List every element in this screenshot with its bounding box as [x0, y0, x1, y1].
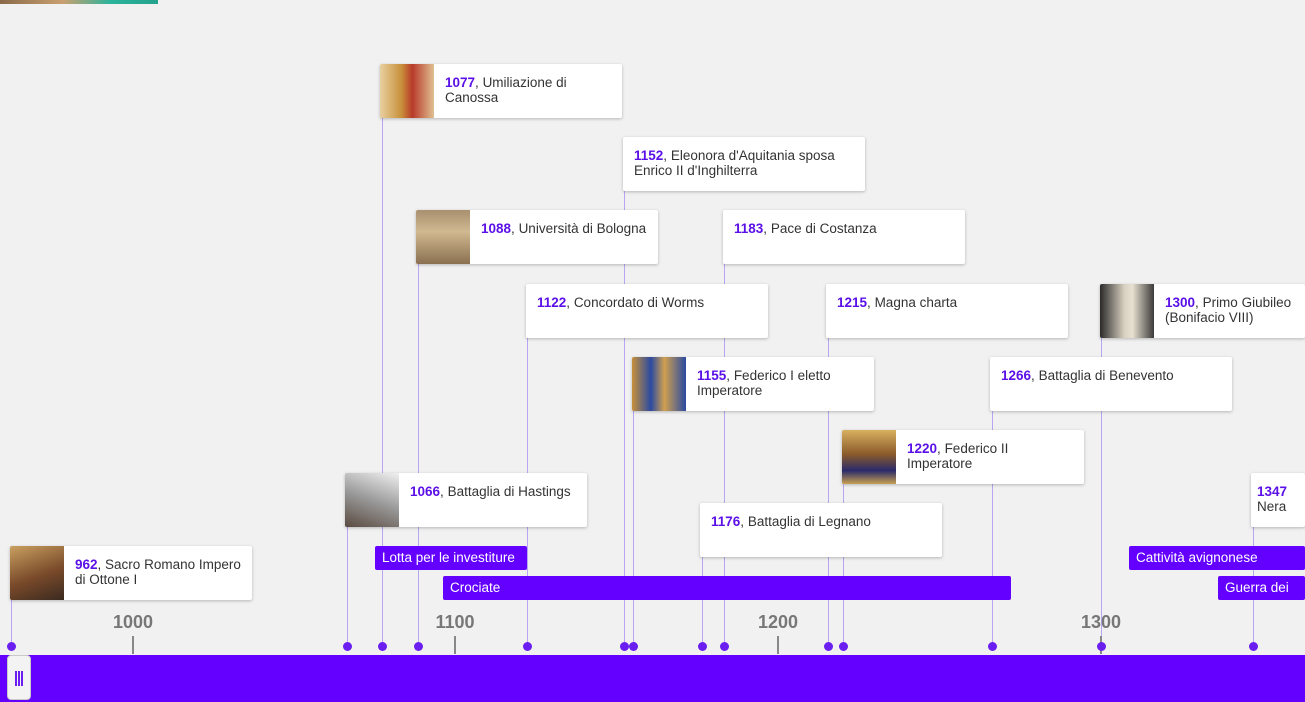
event-title: Concordato di Worms	[573, 295, 705, 310]
event-marker[interactable]	[824, 642, 833, 651]
event-marker[interactable]	[7, 642, 16, 651]
event-card[interactable]: 1300, Primo Giubileo (Bonifacio VIII)	[1100, 284, 1305, 338]
event-stem	[724, 264, 725, 646]
event-year: 1266	[1001, 368, 1032, 383]
event-title: Sacro Romano Impero di Ottone I	[75, 557, 241, 587]
event-marker[interactable]	[1097, 642, 1106, 651]
event-marker[interactable]	[988, 642, 997, 651]
range-slider-handle[interactable]	[7, 655, 31, 700]
axis-label: 1100	[435, 612, 475, 632]
event-stem	[828, 338, 829, 646]
event-card[interactable]: 1152, Eleonora d'Aquitania sposa Enrico …	[623, 137, 865, 191]
event-thumbnail	[416, 210, 470, 264]
event-marker[interactable]	[698, 642, 707, 651]
grip-line	[21, 671, 23, 686]
event-thumbnail	[632, 357, 686, 411]
event-year: 1152	[634, 148, 664, 163]
axis-tick	[132, 636, 134, 654]
era-bar[interactable]: Lotta per le investiture	[375, 546, 527, 570]
event-stem	[633, 411, 634, 646]
event-title: Federico II Imperatore	[907, 441, 1009, 471]
event-thumbnail	[842, 430, 896, 484]
event-thumbnail	[345, 473, 399, 527]
event-marker[interactable]	[414, 642, 423, 651]
axis-tick	[777, 636, 779, 654]
event-year: 1066	[410, 484, 441, 499]
event-year: 1220	[907, 441, 938, 456]
event-card[interactable]: 1122, Concordato di Worms	[526, 284, 768, 338]
event-stem	[382, 118, 383, 646]
event-stem	[992, 411, 993, 646]
event-year: 1215	[837, 295, 868, 310]
axis-tick	[454, 636, 456, 654]
event-card[interactable]: 1220, Federico II Imperatore	[842, 430, 1084, 484]
event-year: 1183	[734, 221, 764, 236]
event-card[interactable]: 1066, Battaglia di Hastings	[345, 473, 587, 527]
event-stem	[347, 527, 348, 646]
event-title: Magna charta	[874, 295, 958, 310]
event-card[interactable]: 1215, Magna charta	[826, 284, 1068, 338]
event-card[interactable]: 1088, Università di Bologna	[416, 210, 658, 264]
event-card[interactable]: 1077, Umiliazione di Canossa	[380, 64, 622, 118]
event-stem	[1101, 338, 1102, 646]
axis-label: 1300	[1080, 612, 1122, 632]
axis-label: 1000	[112, 612, 154, 632]
event-title: Federico I eletto Imperatore	[697, 368, 831, 398]
event-marker[interactable]	[523, 642, 532, 651]
event-title: Pace di Costanza	[770, 221, 877, 236]
era-bar[interactable]: Guerra dei	[1218, 576, 1305, 600]
event-year: 1088	[481, 221, 512, 236]
event-stem	[624, 191, 625, 646]
event-card[interactable]: 1176, Battaglia di Legnano	[700, 503, 942, 557]
event-year: 1122	[537, 295, 567, 310]
event-year: 962	[75, 557, 98, 572]
event-marker[interactable]	[839, 642, 848, 651]
event-title: Nera	[1257, 499, 1287, 514]
grip-line	[15, 671, 17, 686]
event-marker[interactable]	[620, 642, 629, 651]
event-marker[interactable]	[343, 642, 352, 651]
event-card[interactable]: 1183, Pace di Costanza	[723, 210, 965, 264]
axis-label: 1200	[757, 612, 799, 632]
event-title: Battaglia di Legnano	[747, 514, 871, 529]
event-marker[interactable]	[1249, 642, 1258, 651]
event-thumbnail	[380, 64, 434, 118]
top-thumbnail-strip	[0, 0, 158, 4]
event-stem	[702, 557, 703, 646]
event-title: Primo Giubileo (Bonifacio VIII)	[1165, 295, 1292, 325]
event-year: 1176	[711, 514, 741, 529]
event-card[interactable]: 1266, Battaglia di Benevento	[990, 357, 1232, 411]
event-title: Umiliazione di Canossa	[445, 75, 567, 105]
era-bar[interactable]: Cattività avignonese	[1129, 546, 1305, 570]
event-title: Battaglia di Benevento	[1038, 368, 1174, 383]
event-card[interactable]: 1155, Federico I eletto Imperatore	[632, 357, 874, 411]
event-card[interactable]: 962, Sacro Romano Impero di Ottone I	[10, 546, 252, 600]
era-bar[interactable]: Crociate	[443, 576, 1011, 600]
event-title: Università di Bologna	[518, 221, 647, 236]
event-marker[interactable]	[629, 642, 638, 651]
event-marker[interactable]	[378, 642, 387, 651]
event-thumbnail	[1100, 284, 1154, 338]
event-title: Eleonora d'Aquitania sposa Enrico II d'I…	[634, 148, 835, 178]
event-stem	[11, 600, 12, 646]
event-thumbnail	[10, 546, 64, 600]
event-stem	[843, 484, 844, 646]
event-marker[interactable]	[720, 642, 729, 651]
event-title: Battaglia di Hastings	[447, 484, 571, 499]
event-year: 1300	[1165, 295, 1196, 310]
event-stem	[418, 264, 419, 646]
event-year: 1155	[697, 368, 727, 383]
grip-line	[18, 671, 20, 686]
event-year: 1347	[1257, 484, 1288, 499]
event-year: 1077	[445, 75, 476, 90]
timeline-overview-band[interactable]	[0, 655, 1305, 702]
